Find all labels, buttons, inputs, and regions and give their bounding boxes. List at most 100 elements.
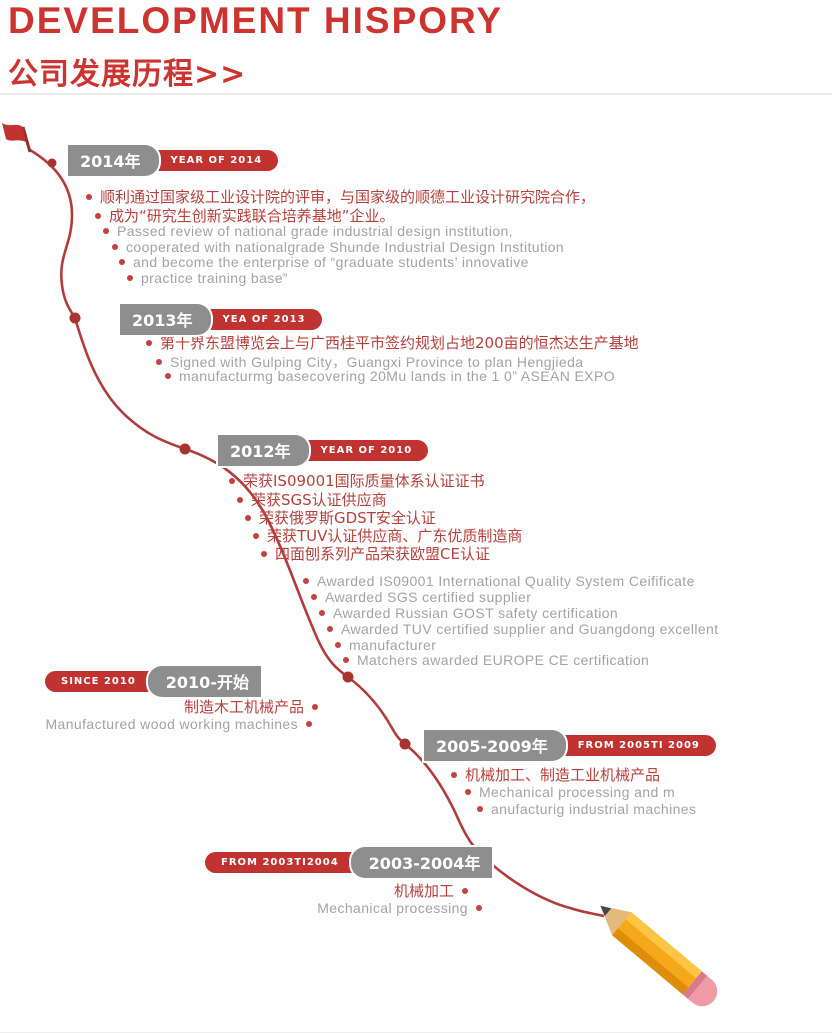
bullet-dot <box>451 771 457 778</box>
era-label-2005-2009: 2005-2009年 FROM 2005TI 2009 <box>424 730 716 761</box>
timeline-entry-line: 制造木工机械产品 <box>184 696 318 717</box>
timeline-node <box>179 443 191 455</box>
bullet-dot <box>86 193 92 200</box>
timeline-entry-line: 荣获IS09001国际质量体系认证证书 <box>229 470 485 491</box>
timeline-entry-line: manufacturmg basecovering 20Mu lands in … <box>165 368 615 384</box>
timeline-entry-line: 荣获TUV认证供应商、广东优质制造商 <box>253 525 522 546</box>
bottom-divider <box>0 1032 832 1033</box>
line-text: Signed with Gulping City，Guangxi Provinc… <box>170 354 584 370</box>
timeline-node <box>342 671 354 683</box>
line-text: 第十界东盟博览会上与广西桂平市签约规划占地200亩的恒杰达生产基地 <box>160 334 639 352</box>
line-text: 荣获TUV认证供应商、广东优质制造商 <box>267 527 523 545</box>
line-text: Mechanical processing <box>317 900 468 916</box>
bullet-dot <box>103 228 109 234</box>
bullet-dot <box>127 275 133 281</box>
line-text: 荣获IS09001国际质量体系认证证书 <box>243 472 485 490</box>
bullet-dot <box>119 259 125 265</box>
line-text: 荣获SGS认证供应商 <box>251 491 387 509</box>
timeline-entry-line: Mechanical processing and m <box>465 784 675 800</box>
timeline-entry-line: and become the enterprise of “graduate s… <box>119 254 529 270</box>
line-text: cooperated with nationalgrade Shunde Ind… <box>126 239 565 255</box>
timeline-entry-line: Matchers awarded EUROPE CE certification <box>343 652 649 668</box>
timeline-entry-line: Awarded SGS certified supplier <box>311 589 531 605</box>
bullet-dot <box>156 359 162 365</box>
line-text: Awarded TUV certified supplier and Guang… <box>341 621 719 637</box>
line-text: Manufactured wood working machines <box>45 716 298 732</box>
bullet-dot <box>306 721 312 727</box>
bullet-dot <box>319 610 325 616</box>
line-text: manufacturer <box>349 637 437 653</box>
timeline-entry-line: 机械加工 <box>394 880 468 901</box>
timeline-entry-line: 成为“研究生创新实践联合培养基地”企业。 <box>95 205 395 226</box>
timeline-entry-line: Signed with Gulping City，Guangxi Provinc… <box>156 352 584 372</box>
line-text: practice training base” <box>141 270 288 286</box>
timeline-entry-line: anufacturig industrial machines <box>477 801 696 817</box>
timeline-entry-line: 机械加工、制造工业机械产品 <box>451 764 660 785</box>
timeline-entry-line: 四面刨系列产品荣获欧盟CE认证 <box>261 543 490 564</box>
line-text: Awarded IS09001 International Quality Sy… <box>317 573 695 589</box>
page-title: DEVELOPMENT HISPORY <box>8 0 504 41</box>
bullet-dot <box>165 373 171 379</box>
bullet-dot <box>112 244 118 250</box>
line-text: and become the enterprise of “graduate s… <box>133 254 529 270</box>
timeline-entry-line: Passed review of national grade industri… <box>103 223 513 239</box>
pencil-icon <box>600 905 718 1007</box>
bullet-dot <box>146 339 152 346</box>
line-text: 机械加工、制造工业机械产品 <box>465 766 661 784</box>
era-tag-pill: YEAR OF 2010 <box>290 440 429 461</box>
era-year-pill: 2003-2004年 <box>350 847 493 878</box>
bullet-dot <box>245 514 251 521</box>
era-year-pill: 2013年 <box>120 304 211 335</box>
era-year-pill: 2014年 <box>68 145 159 176</box>
bullet-dot <box>253 532 259 539</box>
bullet-dot <box>335 642 341 648</box>
bullet-dot <box>327 626 333 632</box>
era-tag-pill: YEAR OF 2014 <box>140 150 279 171</box>
timeline-entry-line: Manufactured wood working machines <box>45 716 312 732</box>
era-tag-pill: FROM 2003TI2004 <box>205 852 369 873</box>
era-label-2014: 2014年 YEAR OF 2014 <box>68 145 279 176</box>
era-label-2010: SINCE 2010 2010-开始 <box>45 666 261 697</box>
timeline-entry-line: Awarded TUV certified supplier and Guang… <box>327 621 719 637</box>
page-subtitle: 公司发展历程>> <box>8 56 247 92</box>
bullet-dot <box>237 496 243 503</box>
bullet-dot <box>312 703 318 710</box>
line-text: Passed review of national grade industri… <box>117 223 514 239</box>
timeline-entry-line: 第十界东盟博览会上与广西桂平市签约规划占地200亩的恒杰达生产基地 <box>146 332 639 353</box>
line-text: 成为“研究生创新实践联合培养基地”企业。 <box>109 207 395 225</box>
bullet-dot <box>261 550 267 557</box>
bullet-dot <box>311 594 317 600</box>
line-text: 制造木工机械产品 <box>183 698 304 716</box>
line-text: Awarded SGS certified supplier <box>325 589 532 605</box>
timeline-node <box>47 158 57 168</box>
flag-icon <box>2 123 32 153</box>
bullet-dot <box>229 477 235 484</box>
era-year-pill: 2005-2009年 <box>424 730 566 761</box>
timeline-entry-line: practice training base” <box>127 270 288 286</box>
bullet-dot <box>343 657 349 663</box>
timeline-entry-line: manufacturer <box>335 637 436 653</box>
line-text: anufacturig industrial machines <box>491 801 697 817</box>
timeline-entry-line: cooperated with nationalgrade Shunde Ind… <box>112 239 564 255</box>
timeline-entry-line: 顺利通过国家级工业设计院的评审，与国家级的顺德工业设计研究院合作， <box>86 186 595 207</box>
bullet-dot <box>462 887 468 894</box>
era-label-2012: 2012年 YEAR OF 2010 <box>218 435 429 466</box>
line-text: 荣获俄罗斯GDST安全认证 <box>259 509 436 527</box>
bullet-dot <box>303 578 309 584</box>
line-text: 顺利通过国家级工业设计院的评审，与国家级的顺德工业设计研究院合作， <box>100 188 596 206</box>
timeline-entry-line: Awarded Russian GOST safety certificatio… <box>319 605 618 621</box>
bullet-dot <box>476 905 482 911</box>
era-label-2013: 2013年 YEA OF 2013 <box>120 304 322 335</box>
era-tag-pill: FROM 2005TI 2009 <box>547 735 716 756</box>
bullet-dot <box>465 789 471 795</box>
line-text: 机械加工 <box>393 882 454 900</box>
timeline-node <box>399 738 411 750</box>
timeline-curve <box>29 148 605 918</box>
era-tag-pill: SINCE 2010 <box>45 671 166 692</box>
era-label-2003-2004: FROM 2003TI2004 2003-2004年 <box>205 847 493 878</box>
bullet-dot <box>477 806 483 812</box>
era-tag-pill: YEA OF 2013 <box>192 309 322 330</box>
page-header: DEVELOPMENT HISPORY 公司发展历程>> <box>8 0 504 93</box>
